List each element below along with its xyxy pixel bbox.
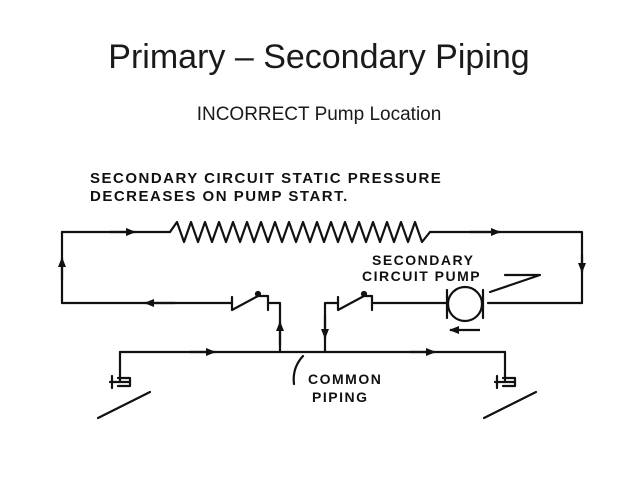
note-line-2: DECREASES ON PUMP START.: [90, 188, 349, 205]
zigzag-resistance: [168, 220, 432, 244]
common-label-line-2: PIPING: [312, 389, 368, 405]
pump-label-line-2: CIRCUIT PUMP: [362, 268, 481, 284]
check-valve-right: [336, 290, 374, 312]
slide-subtitle: INCORRECT Pump Location: [196, 104, 442, 125]
check-valve-left: [230, 290, 270, 312]
primary-main-left: [96, 390, 152, 420]
slide-title: Primary – Secondary Piping: [108, 38, 530, 76]
pump-label-line-1: SECONDARY: [372, 252, 474, 268]
note-line-1: SECONDARY CIRCUIT STATIC PRESSURE: [90, 170, 442, 187]
common-label-line-1: COMMON: [308, 371, 382, 387]
pump-circle: [446, 285, 484, 323]
primary-main-right: [482, 390, 538, 420]
